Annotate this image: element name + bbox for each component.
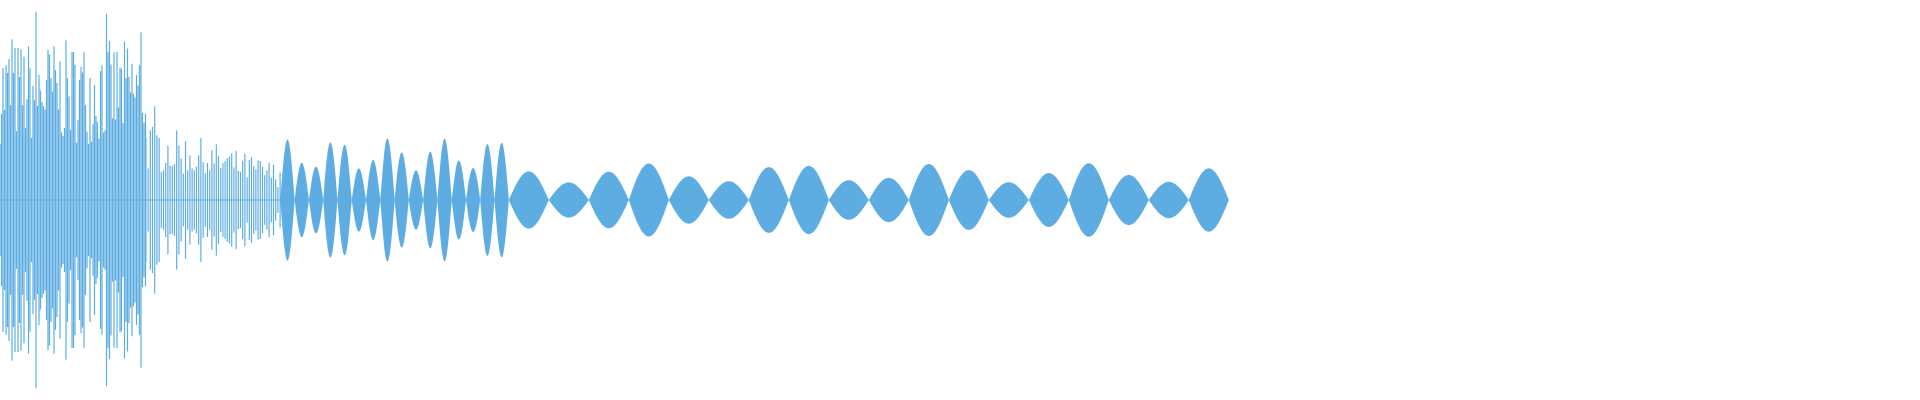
waveform-shape xyxy=(0,11,1229,389)
